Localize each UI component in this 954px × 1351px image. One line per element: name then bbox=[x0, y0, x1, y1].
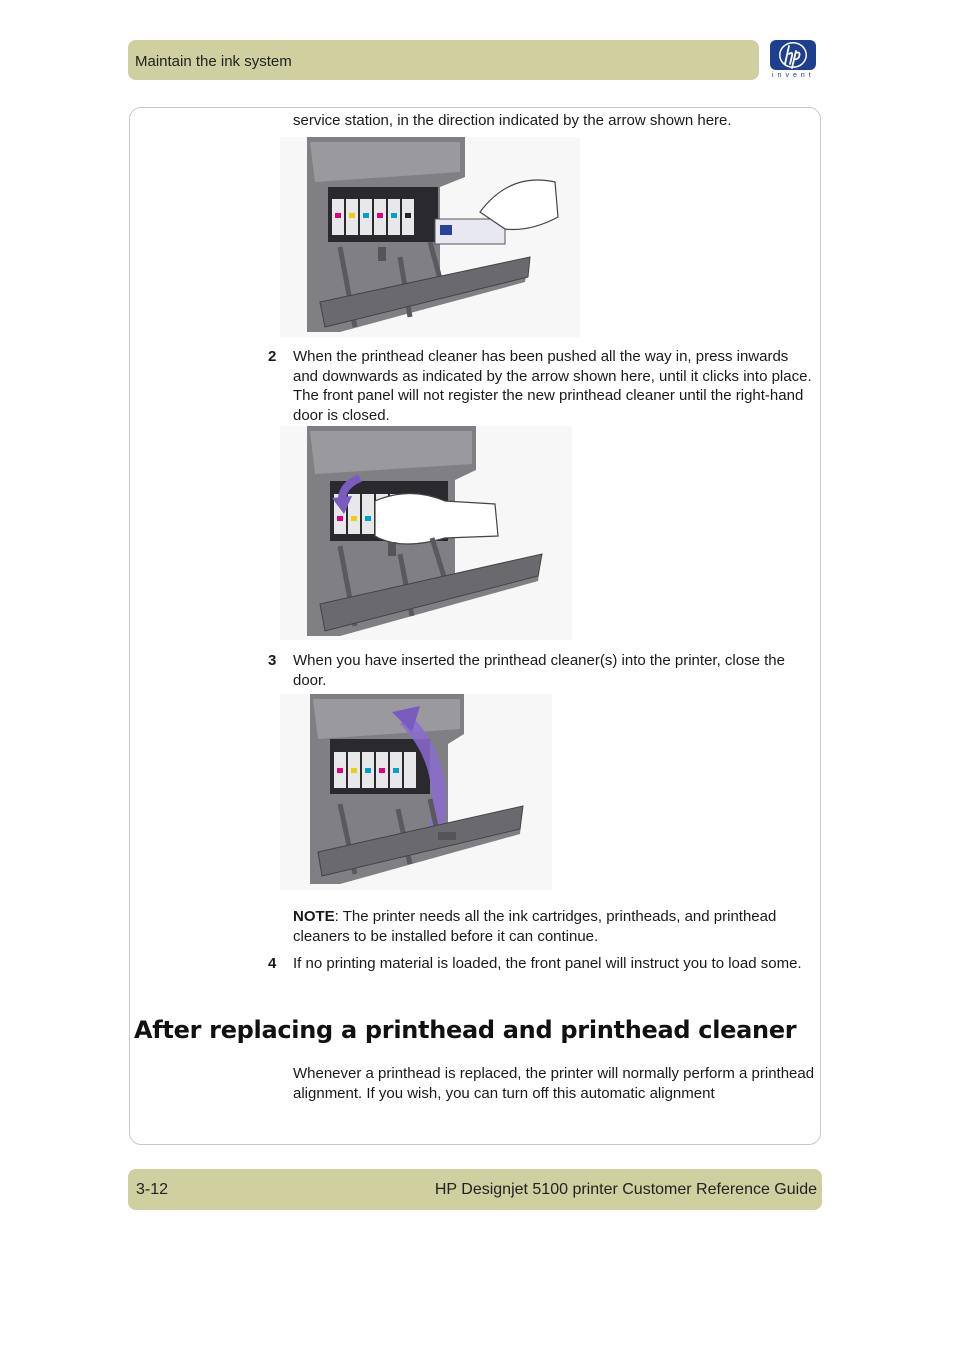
header-bar: Maintain the ink system bbox=[128, 40, 759, 80]
figure-insert-cleaner bbox=[280, 137, 580, 342]
figure-close-door bbox=[280, 694, 552, 895]
section-title: Maintain the ink system bbox=[135, 53, 292, 70]
section-heading: After replacing a printhead and printhea… bbox=[134, 1016, 797, 1044]
section-body: Whenever a printhead is replaced, the pr… bbox=[293, 1065, 815, 1102]
intro-text: service station, in the direction indica… bbox=[293, 112, 732, 129]
step-2-number: 2 bbox=[268, 348, 277, 365]
content-frame bbox=[129, 107, 821, 1145]
footer-bar: 3-12 HP Designjet 5100 printer Customer … bbox=[128, 1169, 822, 1210]
guide-title: HP Designjet 5100 printer Customer Refer… bbox=[434, 1181, 817, 1198]
note-body: : The printer needs all the ink cartridg… bbox=[293, 908, 777, 945]
step-4-text: If no printing material is loaded, the f… bbox=[293, 955, 802, 972]
figure-press-cleaner bbox=[280, 426, 572, 645]
hp-logo: invent bbox=[768, 38, 818, 84]
note-label: NOTE bbox=[293, 908, 335, 925]
step-3-number: 3 bbox=[268, 652, 277, 669]
logo-tagline: invent bbox=[772, 72, 815, 79]
note-text: NOTE: The printer needs all the ink cart… bbox=[293, 907, 815, 946]
page-number: 3-12 bbox=[136, 1181, 169, 1198]
step-2-text: When the printhead cleaner has been push… bbox=[293, 348, 812, 424]
step-4-number: 4 bbox=[268, 955, 277, 972]
step-3-text: When you have inserted the printhead cle… bbox=[293, 652, 785, 689]
